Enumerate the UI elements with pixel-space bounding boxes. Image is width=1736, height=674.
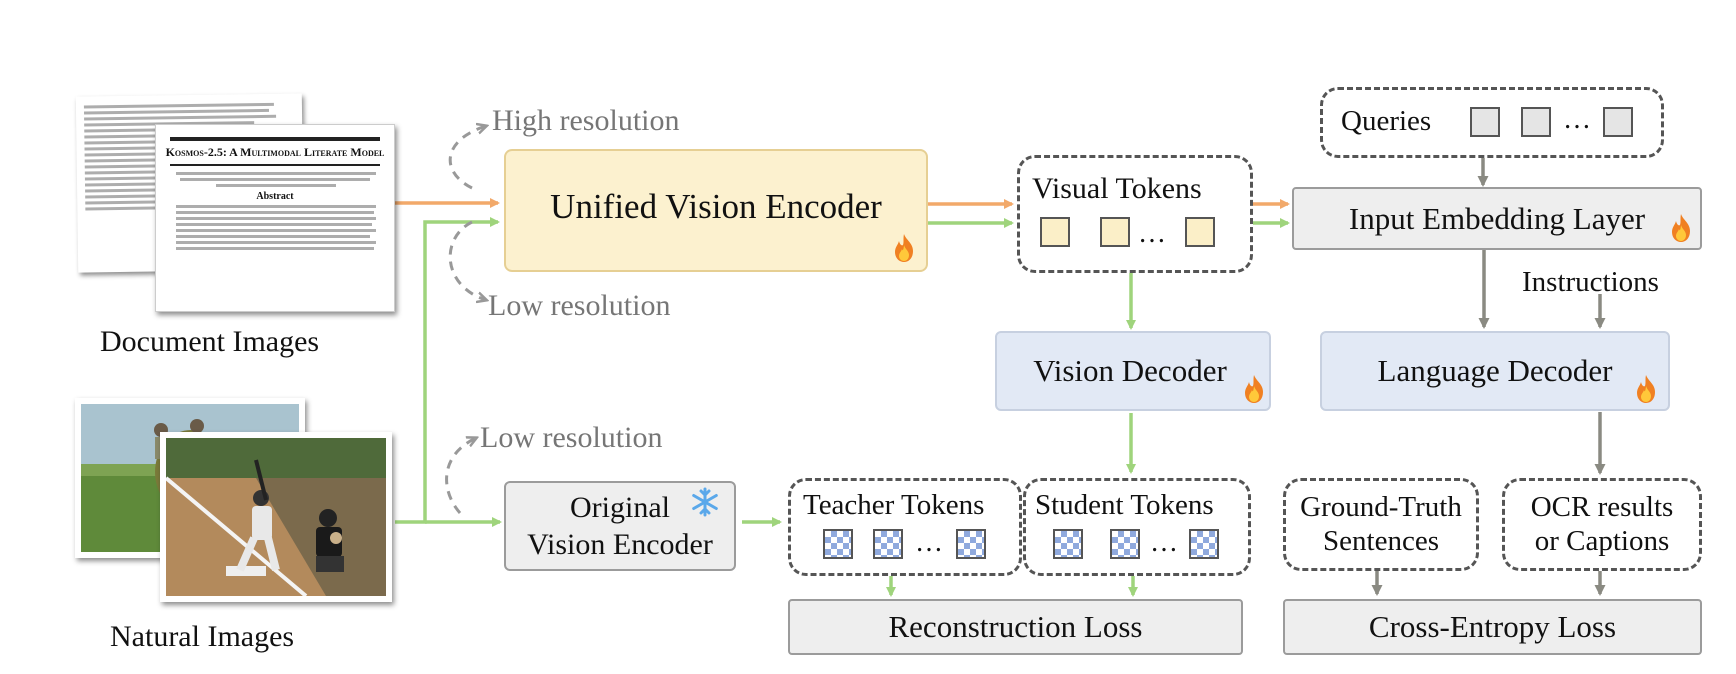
fire-icon <box>1672 214 1690 242</box>
cross-entropy-loss: Cross-Entropy Loss <box>1283 599 1702 655</box>
arrow-natural-to-unified <box>395 217 500 524</box>
fire-icon <box>895 234 913 262</box>
visual-token <box>1100 217 1130 247</box>
input-embedding-layer-label: Input Embedding Layer <box>1348 200 1646 236</box>
visual-token <box>1185 217 1215 247</box>
gt-line2: Sentences <box>1323 524 1439 557</box>
fire-icon <box>1245 375 1263 403</box>
natural-photo-front <box>160 432 392 602</box>
reconstruction-loss-label: Reconstruction Loss <box>888 609 1143 644</box>
visual-token <box>1040 217 1070 247</box>
teacher-token <box>873 529 903 559</box>
visual-tokens-label: Visual Tokens <box>1032 172 1202 205</box>
unified-vision-encoder: Unified Vision Encoder <box>504 149 928 272</box>
query-token <box>1470 107 1500 137</box>
low-resolution-doc-label: Low resolution <box>488 289 671 322</box>
student-tokens-label: Student Tokens <box>1035 489 1214 521</box>
ground-truth-sentences: Ground-Truth Sentences <box>1283 478 1479 571</box>
teacher-tokens-ellipsis: … <box>915 527 943 558</box>
vision-decoder-label: Vision Decoder <box>1033 353 1227 388</box>
natural-images-label: Natural Images <box>110 620 295 653</box>
queries-label: Queries <box>1341 105 1432 137</box>
low-resolution-nat-label: Low resolution <box>480 421 663 454</box>
high-resolution-label: High resolution <box>492 104 680 137</box>
arrow-high-resolution <box>448 126 486 190</box>
ocr-line2: or Captions <box>1534 524 1670 557</box>
original-encoder-line2: Vision Encoder <box>527 528 713 561</box>
student-token <box>1053 529 1083 559</box>
visual-tokens-group: Visual Tokens … <box>1017 155 1253 273</box>
fire-icon <box>1637 375 1655 403</box>
student-tokens-group: Student Tokens … <box>1023 478 1251 576</box>
teacher-token <box>956 529 986 559</box>
input-embedding-layer: Input Embedding Layer <box>1292 187 1702 250</box>
student-tokens-ellipsis: … <box>1150 527 1178 558</box>
queries-ellipsis: … <box>1563 104 1591 135</box>
reconstruction-loss: Reconstruction Loss <box>788 599 1243 655</box>
language-decoder-label: Language Decoder <box>1377 353 1613 388</box>
query-token <box>1603 107 1633 137</box>
visual-tokens-ellipsis: … <box>1138 218 1166 249</box>
paper-title: Kosmos-2.5: A Multimodal Literate Model <box>165 145 385 159</box>
snowflake-icon <box>692 487 718 517</box>
paper-abstract-heading: Abstract <box>256 191 294 202</box>
arrow-low-resolution-doc <box>448 220 486 300</box>
cross-entropy-loss-label: Cross-Entropy Loss <box>1368 609 1617 644</box>
gt-line1: Ground-Truth <box>1300 491 1462 524</box>
arrow-low-resolution-nat <box>445 438 476 514</box>
ocr-line1: OCR results <box>1530 491 1674 524</box>
language-decoder: Language Decoder <box>1320 331 1670 411</box>
unified-vision-encoder-label: Unified Vision Encoder <box>550 186 882 226</box>
document-images-label: Document Images <box>100 325 320 358</box>
ocr-results-or-captions: OCR results or Captions <box>1502 478 1702 571</box>
instructions-label: Instructions <box>1522 266 1659 298</box>
teacher-tokens-group: Teacher Tokens … <box>788 478 1022 576</box>
queries-group: Queries … <box>1320 87 1664 158</box>
student-token <box>1189 529 1219 559</box>
vision-decoder: Vision Decoder <box>995 331 1271 411</box>
teacher-tokens-label: Teacher Tokens <box>803 489 985 521</box>
student-token <box>1110 529 1140 559</box>
teacher-token <box>823 529 853 559</box>
query-token <box>1521 107 1551 137</box>
document-page-front: Kosmos-2.5: A Multimodal Literate Model … <box>155 124 395 312</box>
original-encoder-line1: Original <box>570 490 670 524</box>
